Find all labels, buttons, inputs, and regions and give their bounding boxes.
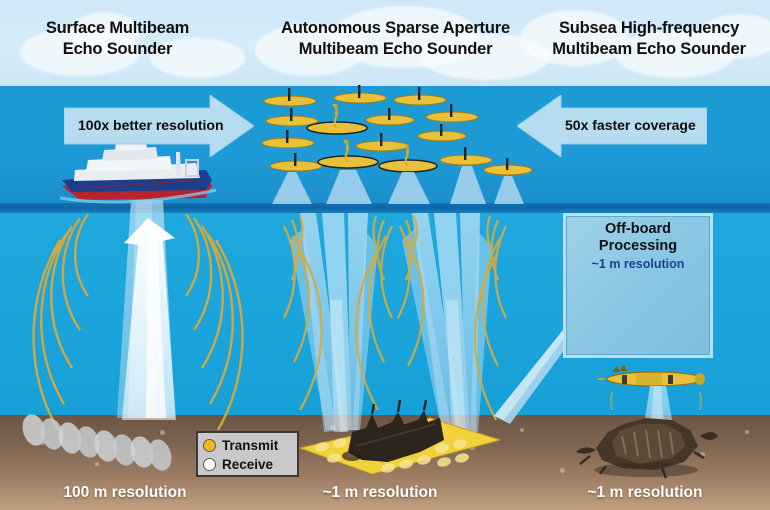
sediment-speck (470, 445, 475, 450)
cloud-shape (70, 12, 140, 54)
sediment-speck (95, 462, 99, 466)
cloud-shape (150, 38, 245, 78)
legend-item-transmit: Transmit (203, 436, 292, 455)
thermocline-band (0, 203, 770, 213)
transmit-dot-icon (203, 439, 216, 452)
heading-autonomous: Autonomous Sparse Aperture Multibeam Ech… (268, 18, 523, 60)
sediment-speck (330, 425, 335, 430)
heading-surface-line2: Echo Sounder (62, 40, 173, 58)
offboard-processing-panel[interactable]: Off-board Processing ~1 m resolution (563, 213, 713, 358)
heading-subsea: Subsea High-frequency Multibeam Echo Sou… (533, 18, 765, 60)
panel-title-line1: Off-board (604, 221, 672, 237)
resolution-label-left: 100 m resolution (63, 484, 187, 501)
arrow-right-label: 50x faster coverage (565, 117, 696, 133)
sediment-speck (40, 440, 45, 445)
legend-label-receive: Receive (222, 457, 274, 472)
sediment-speck (620, 432, 624, 436)
sediment-speck (560, 468, 565, 473)
sediment-speck (700, 452, 705, 457)
legend-label-transmit: Transmit (222, 438, 279, 453)
sediment-speck (520, 428, 524, 432)
receive-dot-icon (203, 458, 216, 471)
arrow-left-label: 100x better resolution (78, 117, 224, 133)
resolution-label-center: ~1 m resolution (322, 484, 438, 501)
panel-title-line2: Processing (598, 238, 678, 254)
heading-subsea-line1: Subsea High-frequency (558, 19, 740, 37)
arrow-better-resolution: 100x better resolution (64, 95, 254, 157)
legend-box: Transmit Receive (196, 431, 299, 477)
sediment-speck (745, 430, 749, 434)
sediment-speck (160, 430, 165, 435)
heading-subsea-line2: Multibeam Echo Sounder (552, 40, 746, 58)
arrow-faster-coverage: 50x faster coverage (517, 95, 707, 157)
legend-item-receive: Receive (203, 455, 292, 474)
heading-autonomous-line1: Autonomous Sparse Aperture (281, 19, 510, 37)
heading-autonomous-line2: Multibeam Echo Sounder (298, 40, 493, 58)
panel-subtitle: ~1 m resolution (591, 257, 685, 271)
heading-surface-line1: Surface Multibeam (45, 19, 190, 37)
panel-title: Off-board Processing (566, 221, 710, 255)
resolution-label-right: ~1 m resolution (587, 484, 703, 501)
cloud-shape (700, 14, 770, 58)
cloud-shape (520, 10, 630, 66)
heading-surface: Surface Multibeam Echo Sounder (10, 18, 225, 60)
